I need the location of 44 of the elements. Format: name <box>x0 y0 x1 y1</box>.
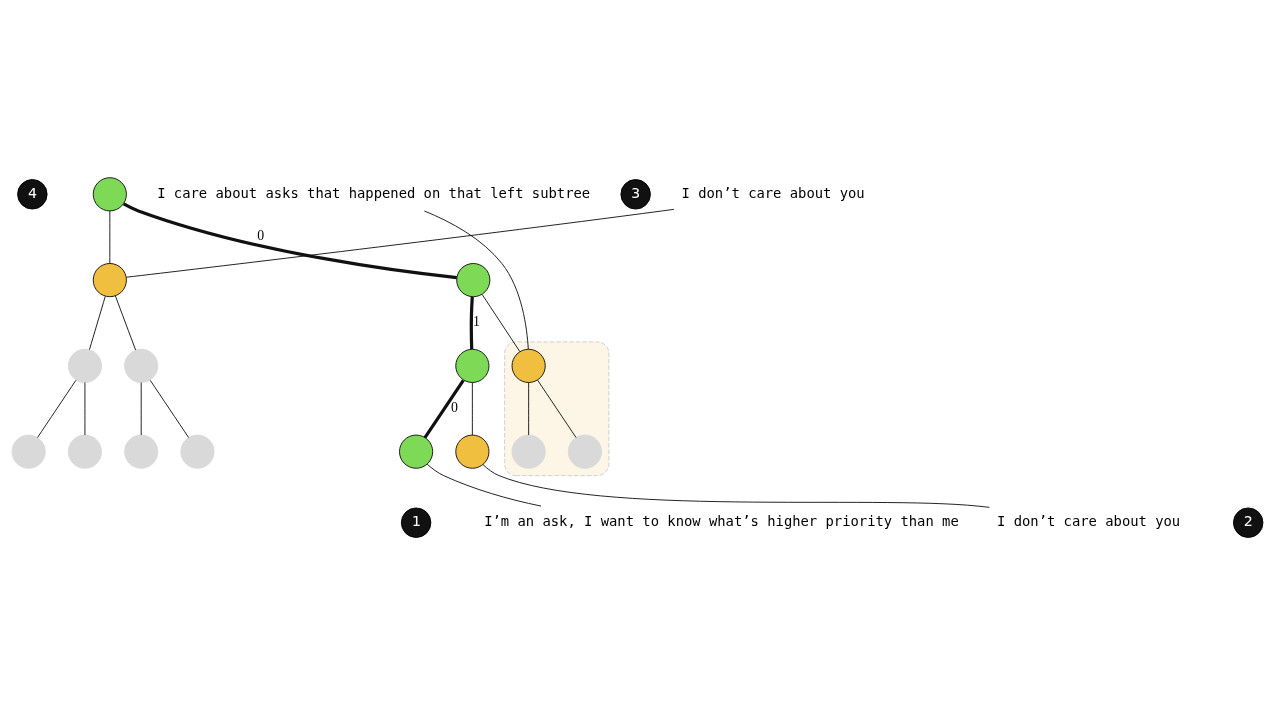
connector <box>115 295 137 351</box>
node-circle <box>455 348 490 383</box>
node-circle <box>92 177 127 212</box>
connector <box>423 379 465 439</box>
node-circle: 4 <box>17 179 48 210</box>
node-circle <box>180 434 215 469</box>
node-circle <box>67 348 102 383</box>
node-circle: 3 <box>620 179 651 210</box>
connector <box>109 210 111 264</box>
node-text: I don’t care about you <box>997 512 1181 529</box>
connector <box>126 208 675 278</box>
node-circle <box>511 348 546 383</box>
node-circle <box>92 263 127 298</box>
edge-label: 0 <box>257 228 265 244</box>
node-text: I’m an ask, I want to know what’s higher priority than me <box>484 512 959 529</box>
connector <box>122 202 457 280</box>
connector <box>537 379 577 439</box>
connector <box>481 294 521 352</box>
connector <box>528 382 530 436</box>
connector <box>89 295 106 351</box>
node-text: I don’t care about you <box>681 184 865 201</box>
node-circle: 2 <box>1233 507 1264 538</box>
connector <box>471 382 473 436</box>
node-circle <box>567 434 602 469</box>
connector <box>426 463 542 507</box>
connector <box>469 296 474 350</box>
edge-label: 1 <box>473 314 480 330</box>
node-circle <box>511 434 546 469</box>
connector <box>423 210 529 350</box>
cluster <box>504 341 610 477</box>
node-circle <box>456 263 491 298</box>
node-circle <box>67 434 102 469</box>
node-circle <box>399 434 434 469</box>
connector <box>482 464 990 508</box>
connector <box>140 382 142 436</box>
node-circle <box>124 434 159 469</box>
connector <box>37 379 77 439</box>
node-circle <box>455 434 490 469</box>
node-circle <box>11 434 46 469</box>
edge-label: 0 <box>450 400 458 416</box>
node-text: I care about asks that happened on that left subtree <box>157 184 591 201</box>
connector <box>149 379 190 439</box>
node-circle <box>124 348 159 383</box>
node-circle: 1 <box>400 507 432 538</box>
